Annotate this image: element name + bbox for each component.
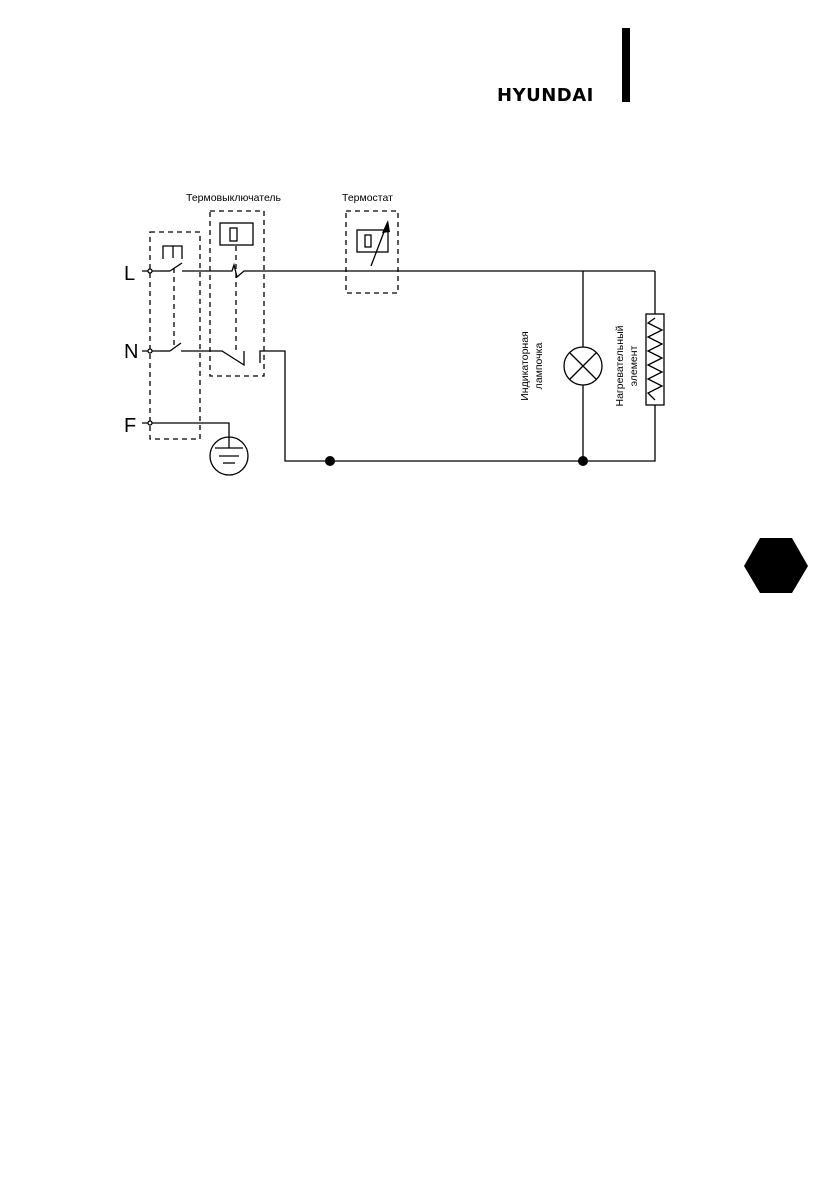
thermal-switch-n-contact — [181, 350, 245, 367]
main-switch-l-blade — [169, 262, 183, 272]
junction-dot-right — [578, 456, 588, 466]
brand-logo: HYUNDAI — [497, 85, 594, 106]
main-switch-n-blade — [169, 342, 182, 352]
heating-element-label-line2: элемент — [628, 345, 640, 386]
section-marker-hexagon — [744, 538, 808, 593]
terminal-f-label: F — [124, 415, 136, 437]
terminal-l-label: L — [124, 263, 135, 285]
thermal-switch-dashed-box — [209, 210, 265, 377]
indicator-lamp-label-line1: Индикаторная — [519, 331, 531, 400]
heating-element-zigzag — [646, 317, 664, 401]
thermostat-dashed-box — [345, 210, 399, 294]
heating-element-symbol — [645, 313, 665, 406]
thermal-switch-sensor-outer — [219, 222, 254, 246]
page-tab-bar — [622, 28, 630, 102]
thermostat-label: Термостат — [342, 192, 393, 204]
thermostat-sensor-inner — [364, 234, 372, 248]
junction-dot-left — [325, 456, 335, 466]
terminal-f-node — [147, 420, 153, 426]
thermostat-adjust-arrowhead — [382, 220, 390, 233]
terminal-l-node — [147, 268, 153, 274]
thermal-switch-label: Термовыключатель — [186, 192, 282, 204]
ground-symbol-circle — [209, 436, 249, 476]
thermal-switch-sensor-inner — [229, 227, 238, 242]
neutral-return-wire — [259, 350, 656, 462]
thermostat-sensor-outer — [356, 229, 389, 253]
terminal-n-node — [147, 348, 153, 354]
indicator-lamp-label-line2: лампочка — [533, 343, 545, 390]
heating-element-label-line1: Нагревательный — [614, 325, 626, 406]
thermal-switch-l-contact — [182, 262, 655, 279]
terminal-n-label: N — [124, 341, 138, 363]
indicator-lamp-cross-2 — [569, 352, 597, 380]
main-switch-dashed-box — [149, 231, 201, 440]
ground-lead — [160, 422, 230, 438]
